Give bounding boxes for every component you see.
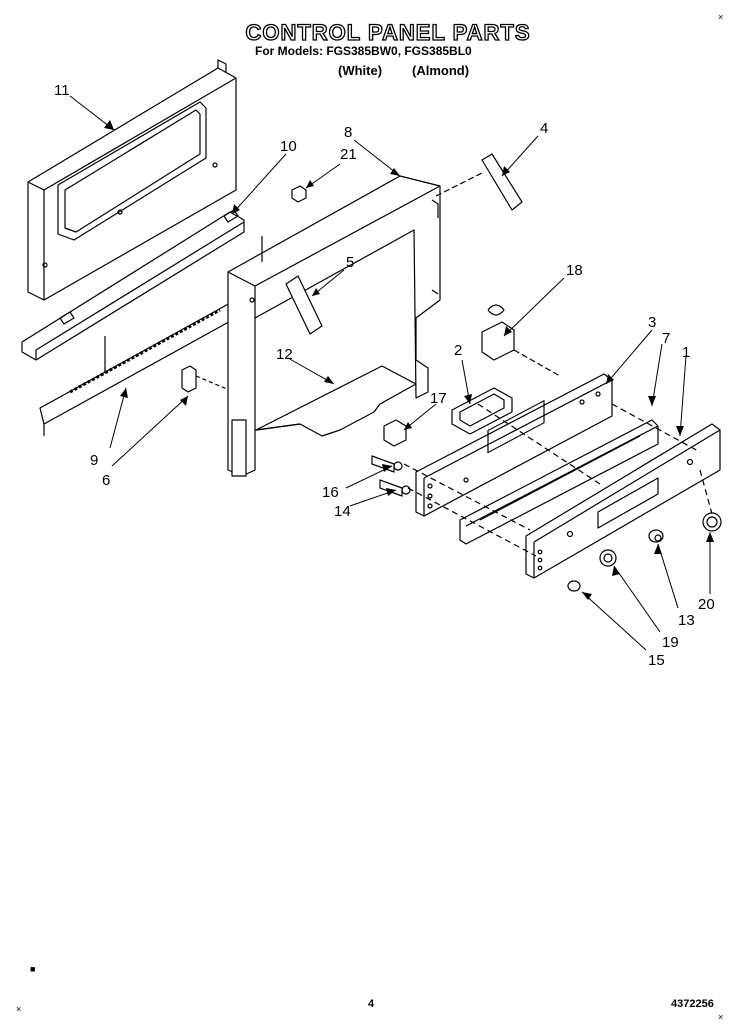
color-almond-label: (Almond) <box>412 63 470 78</box>
callout-9: 9 <box>90 452 99 469</box>
part-11-rear-panel <box>27 59 237 301</box>
callout-10: 10 <box>280 138 297 155</box>
callout-8: 8 <box>344 124 353 141</box>
part-1-front-panel <box>525 423 721 579</box>
corner-mark-bottom-right: × <box>718 1012 724 1022</box>
part-4-bracket <box>435 153 523 211</box>
part-13-knob <box>648 529 664 543</box>
arrow-heads <box>104 120 714 600</box>
callout-13: 13 <box>678 612 695 629</box>
part-15-knob <box>567 580 581 592</box>
callout-2: 2 <box>454 342 463 359</box>
callout-21: 21 <box>340 146 357 163</box>
callout-18: 18 <box>566 262 583 279</box>
corner-mark-bottom: × <box>16 1004 22 1014</box>
callout-14: 14 <box>334 503 351 520</box>
callout-20: 20 <box>698 596 715 613</box>
assembly-lines <box>403 403 713 557</box>
part-5-bracket <box>285 275 323 335</box>
part-6-clip <box>181 365 235 393</box>
part-17-connector <box>383 419 407 447</box>
callout-5: 5 <box>346 254 355 271</box>
document-number: 4372256 <box>671 998 714 1010</box>
part-3-inner-panel <box>415 373 613 517</box>
callout-15: 15 <box>648 652 665 669</box>
part-2-display <box>451 387 513 435</box>
callout-4: 4 <box>540 120 549 137</box>
part-14-led <box>379 479 411 497</box>
part-7-channel <box>459 419 659 545</box>
callout-16: 16 <box>322 484 339 501</box>
model-numbers: For Models: FGS385BW0, FGS385BL0 <box>255 44 472 58</box>
callout-3: 3 <box>648 314 657 331</box>
part-12-plate <box>255 365 417 437</box>
part-18-switch <box>481 304 561 377</box>
part-21-clip <box>261 185 307 262</box>
page-number: 4 <box>368 998 375 1010</box>
corner-mark: × <box>718 12 724 22</box>
callout-12: 12 <box>276 346 293 363</box>
part-10-bracket <box>21 209 245 361</box>
color-white-label: (White) <box>338 63 383 78</box>
part-20-knob <box>702 512 722 532</box>
page-title: CONTROL PANEL PARTS <box>245 19 531 45</box>
dot-mark: ■ <box>30 964 36 974</box>
part-19-knob <box>599 549 617 567</box>
callout-11: 11 <box>54 82 70 99</box>
callout-1: 1 <box>682 344 691 361</box>
callout-7: 7 <box>662 330 671 347</box>
callout-17: 17 <box>430 390 447 407</box>
callout-6: 6 <box>102 472 111 489</box>
part-8-frame <box>227 175 441 477</box>
callout-19: 19 <box>662 634 679 651</box>
